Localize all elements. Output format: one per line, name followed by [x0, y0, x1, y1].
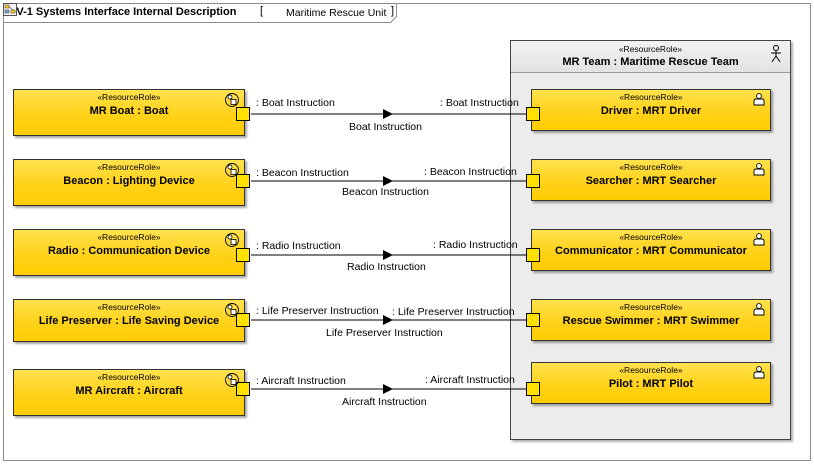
- team-name: MR Team : Maritime Rescue Team: [562, 56, 739, 68]
- source-port-label: : Radio Instruction: [256, 240, 341, 252]
- header-tab-outline: [3, 3, 397, 23]
- part-stereotype: «ResourceRole»: [97, 372, 161, 382]
- source-port-label: : Aircraft Instruction: [256, 375, 346, 387]
- connector-label: Life Preserver Instruction: [326, 327, 443, 339]
- resource-role-icon: [225, 373, 239, 387]
- part-name: MR Aircraft : Aircraft: [75, 385, 183, 397]
- resource-role-icon: [225, 303, 239, 317]
- source-port-life-preserver[interactable]: [236, 313, 250, 327]
- target-port-label: : Beacon Instruction: [424, 166, 517, 178]
- source-port-label: : Beacon Instruction: [256, 167, 349, 179]
- resource-role-icon: [225, 163, 239, 177]
- part-stereotype: «ResourceRole»: [97, 232, 161, 242]
- context-bracket-close: ]: [391, 5, 395, 17]
- part-stereotype: «ResourceRole»: [97, 302, 161, 312]
- target-port-life-preserver[interactable]: [526, 313, 540, 327]
- connector-aircraft[interactable]: [251, 384, 526, 394]
- target-port-beacon[interactable]: [526, 174, 540, 188]
- connector-label: Aircraft Instruction: [342, 396, 427, 408]
- part-stereotype: «ResourceRole»: [97, 162, 161, 172]
- part-name: Life Preserver : Life Saving Device: [38, 315, 220, 327]
- source-part-radio[interactable]: «ResourceRole» Radio : Communication Dev…: [13, 229, 245, 276]
- person-role-icon: [753, 233, 765, 246]
- part-stereotype: «ResourceRole»: [619, 302, 683, 312]
- source-part-mr-aircraft[interactable]: «ResourceRole» MR Aircraft : Aircraft: [13, 369, 245, 416]
- target-port-aircraft[interactable]: [526, 382, 540, 396]
- part-name: Searcher : MRT Searcher: [585, 175, 717, 187]
- target-port-label: : Boat Instruction: [440, 97, 519, 109]
- connector-label: Radio Instruction: [347, 261, 426, 273]
- target-port-label: : Life Preserver Instruction: [392, 306, 515, 318]
- part-stereotype: «ResourceRole»: [619, 162, 683, 172]
- source-port-boat[interactable]: [236, 107, 250, 121]
- mr-team-header: «ResourceRole» MR Team : Maritime Rescue…: [511, 41, 790, 73]
- target-port-label: : Aircraft Instruction: [425, 374, 515, 386]
- part-stereotype: «ResourceRole»: [97, 92, 161, 102]
- person-role-icon: [753, 303, 765, 316]
- person-role-icon: [753, 163, 765, 176]
- target-part-pilot[interactable]: «ResourceRole» Pilot : MRT Pilot: [531, 362, 771, 404]
- diagram-header: SV-1 Systems Interface Internal Descript…: [3, 3, 397, 23]
- diagram-title: SV-1 Systems Interface Internal Descript…: [9, 6, 237, 18]
- part-stereotype: «ResourceRole»: [619, 365, 683, 375]
- target-part-communicator[interactable]: «ResourceRole» Communicator : MRT Commun…: [531, 229, 771, 271]
- source-port-label: : Boat Instruction: [256, 97, 335, 109]
- source-port-beacon[interactable]: [236, 174, 250, 188]
- target-port-boat[interactable]: [526, 107, 540, 121]
- resource-role-icon: [225, 93, 239, 107]
- part-name: Communicator : MRT Communicator: [555, 245, 747, 257]
- target-part-rescue-swimmer[interactable]: «ResourceRole» Rescue Swimmer : MRT Swim…: [531, 299, 771, 341]
- person-role-icon: [753, 366, 765, 379]
- target-port-radio[interactable]: [526, 248, 540, 262]
- target-port-label: : Radio Instruction: [433, 239, 518, 251]
- source-port-radio[interactable]: [236, 248, 250, 262]
- person-role-icon: [753, 93, 765, 106]
- connector-label: Boat Instruction: [349, 121, 422, 133]
- team-stereotype: «ResourceRole»: [618, 44, 683, 54]
- connector-radio[interactable]: [251, 250, 526, 260]
- connector-beacon[interactable]: [251, 176, 526, 186]
- source-part-beacon[interactable]: «ResourceRole» Beacon : Lighting Device: [13, 159, 245, 206]
- block-diagram-icon: [3, 3, 17, 16]
- target-part-driver[interactable]: «ResourceRole» Driver : MRT Driver: [531, 89, 771, 131]
- resource-role-icon: [225, 233, 239, 247]
- connector-label: Beacon Instruction: [342, 186, 429, 198]
- target-part-searcher[interactable]: «ResourceRole» Searcher : MRT Searcher: [531, 159, 771, 201]
- part-name: Beacon : Lighting Device: [63, 175, 195, 187]
- source-part-mr-boat[interactable]: «ResourceRole» MR Boat : Boat: [13, 89, 245, 136]
- source-part-life-preserver[interactable]: «ResourceRole» Life Preserver : Life Sav…: [13, 299, 245, 342]
- part-name: Radio : Communication Device: [48, 245, 210, 257]
- context-bracket-open: [: [260, 5, 264, 17]
- connector-boat[interactable]: [251, 109, 526, 119]
- source-port-aircraft[interactable]: [236, 382, 250, 396]
- part-name: Driver : MRT Driver: [600, 105, 702, 117]
- context-name[interactable]: Maritime Rescue Unit: [286, 7, 387, 19]
- part-name: Pilot : MRT Pilot: [608, 378, 694, 390]
- part-name: Rescue Swimmer : MRT Swimmer: [562, 315, 740, 327]
- part-stereotype: «ResourceRole»: [619, 92, 683, 102]
- source-port-label: : Life Preserver Instruction: [256, 305, 379, 317]
- connector-life-preserver[interactable]: [251, 315, 526, 325]
- actor-icon: [771, 45, 781, 63]
- part-stereotype: «ResourceRole»: [619, 232, 683, 242]
- part-name: MR Boat : Boat: [89, 105, 169, 117]
